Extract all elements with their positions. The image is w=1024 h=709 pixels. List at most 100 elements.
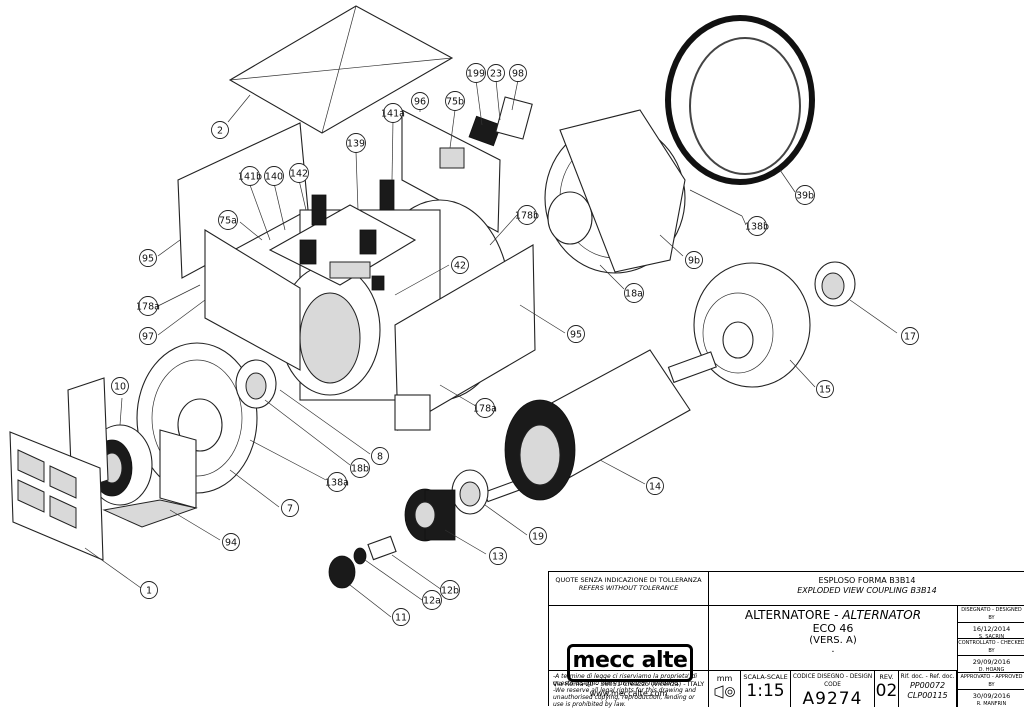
part-label-text: 178a — [473, 403, 497, 414]
reference-doc-2: CLP00115 — [907, 691, 948, 700]
legal-english: -We reserve all legal rights for this dr… — [553, 687, 696, 708]
part-label-circle — [816, 380, 834, 398]
part-label-circle — [350, 458, 370, 478]
leader-lines — [84, 79, 898, 618]
revision-box: REV. 02 — [875, 670, 899, 707]
part-label-circle — [440, 580, 460, 600]
part-label-circle — [383, 103, 403, 123]
part-label-circle — [529, 527, 547, 545]
approved-date: 30/09/2016 — [972, 692, 1011, 700]
checked-by-box: CONTROLLATO - CHECKED BY 29/09/2016 D. H… — [957, 639, 1024, 673]
part-label-12b: 12b — [440, 580, 460, 600]
drawing-title-italian: ESPLOSO FORMA B3B14 — [818, 576, 916, 585]
designed-by-box: DISEGNATO - DESIGNED BY 16/12/2014 S. SA… — [957, 606, 1024, 640]
design-code-label: CODICE DISEGNO - DESIGN CODE — [792, 674, 873, 688]
part-label-18b: 18b — [350, 458, 370, 478]
part-label-circle — [139, 327, 157, 345]
checked-date: 29/09/2016 — [972, 658, 1011, 666]
product-box: ALTERNATORE - ALTERNATOR ECO 46 (VERS. A… — [709, 606, 957, 670]
part-label-circle — [138, 296, 158, 316]
part-label-circle — [371, 447, 389, 465]
part-label-10: 10 — [111, 377, 129, 395]
grille-1 — [9, 431, 104, 561]
part-label-text: 96 — [414, 96, 426, 107]
product-model: ECO 46 — [812, 622, 854, 635]
part-label-text: 178b — [515, 210, 539, 221]
drawing-title-box: ESPLOSO FORMA B3B14 EXPLODED VIEW COUPLI… — [709, 572, 1024, 606]
part-label-178a: 178a — [473, 398, 497, 418]
part-label-circle — [346, 133, 366, 153]
design-code-box: CODICE DISEGNO - DESIGN CODE A9274 — [791, 670, 875, 709]
part-label-circle — [327, 472, 347, 492]
reference-doc-1: PP00072 — [909, 681, 946, 690]
part-label-text: 7 — [287, 503, 293, 514]
part-label-circle — [624, 283, 644, 303]
legal-box: -A termine di legge ci riserviamo la pro… — [549, 670, 709, 708]
product-english: ALTERNATOR — [842, 608, 922, 622]
tolerance-italian: QUOTE SENZA INDICAZIONE DI TOLLERANZA — [555, 576, 702, 584]
part-label-text: 23 — [490, 68, 502, 79]
part-label-circle — [140, 581, 158, 599]
part-label-text: 139 — [347, 138, 365, 149]
title-block: QUOTE SENZA INDICAZIONE DI TOLLERANZA RE… — [548, 571, 1024, 709]
rear-panel — [401, 109, 501, 233]
design-code-value: A9274 — [802, 689, 863, 709]
part-label-text: 10 — [114, 381, 126, 392]
rotor — [483, 349, 717, 503]
part-label-138a: 138a — [325, 472, 349, 492]
mesh-cylinder — [665, 15, 815, 185]
part-label-text: 14 — [649, 481, 661, 492]
drive-end-shield — [136, 342, 258, 494]
part-label-138b: 138b — [745, 216, 769, 236]
part-label-text: 95 — [142, 253, 154, 264]
reference-doc-label: Rif. doc. - Ref. doc. — [900, 674, 955, 680]
small-components — [468, 96, 533, 147]
part-label-circle — [264, 166, 284, 186]
part-label-text: 18a — [625, 288, 643, 299]
approved-by: R. MANFRIN — [976, 701, 1007, 707]
part-label-circle — [422, 590, 442, 610]
part-label-text: 75b — [446, 96, 464, 107]
part-label-95: 95 — [567, 325, 585, 343]
alternator-housing — [204, 199, 536, 431]
part-label-1: 1 — [140, 581, 158, 599]
drawing-title-english: EXPLODED VIEW COUPLING B3B14 — [797, 586, 937, 595]
part-label-text: 9b — [688, 255, 700, 266]
scale-value: 1:15 — [746, 681, 785, 701]
terminal-board — [268, 179, 417, 291]
bearing-19 — [451, 469, 489, 515]
part-label-circle — [517, 205, 537, 225]
part-label-circle — [685, 251, 703, 269]
part-label-circle — [411, 92, 429, 110]
part-label-text: 8 — [377, 451, 383, 462]
part-label-14: 14 — [646, 477, 664, 495]
exciter-rotor — [404, 488, 456, 542]
part-label-text: 141a — [381, 108, 405, 119]
part-label-178a: 178a — [136, 296, 160, 316]
part-label-circle — [451, 256, 469, 274]
part-label-13: 13 — [489, 547, 507, 565]
part-label-8: 8 — [371, 447, 389, 465]
part-label-text: 75a — [219, 215, 237, 226]
product-name: ALTERNATORE - ALTERNATOR — [709, 606, 957, 622]
part-label-circle — [466, 63, 486, 83]
part-label-text: 42 — [454, 260, 466, 271]
part-label-circle — [139, 249, 157, 267]
part-label-circle — [445, 91, 465, 111]
revision-value: 02 — [875, 681, 898, 701]
product-dot: . — [831, 644, 835, 655]
small-rotor-parts — [328, 535, 397, 589]
company-website: www.meccalte.com — [589, 689, 668, 698]
part-label-circle — [901, 327, 919, 345]
part-label-text: 17 — [904, 331, 916, 342]
part-label-text: 13 — [492, 551, 504, 562]
part-label-text: 138a — [325, 477, 349, 488]
part-label-11: 11 — [392, 608, 410, 626]
designed-label: DISEGNATO - DESIGNED BY — [958, 606, 1024, 623]
part-label-178b: 178b — [515, 205, 539, 225]
part-label-140: 140 — [264, 166, 284, 186]
part-label-139: 139 — [346, 133, 366, 153]
part-label-circle — [289, 163, 309, 183]
end-shield-18a — [544, 109, 686, 274]
